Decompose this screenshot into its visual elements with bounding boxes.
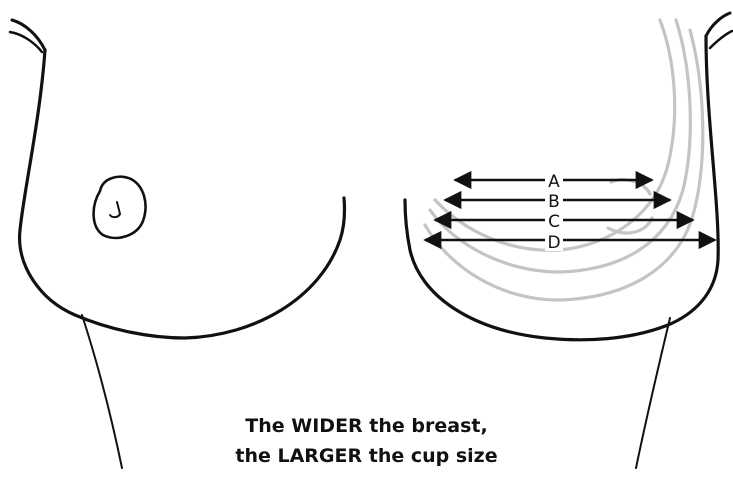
right-breast-gray-outlines [425, 20, 703, 300]
label-d: D [547, 233, 560, 253]
caption-line-2: the LARGER the cup size [0, 441, 733, 471]
left-nipple [94, 177, 146, 238]
label-c: C [548, 212, 560, 232]
label-b: B [548, 192, 560, 212]
caption-line-1: The WIDER the breast, [0, 411, 733, 441]
measurement-arrows [425, 180, 715, 240]
label-a: A [548, 172, 560, 192]
left-breast-outline [10, 20, 345, 468]
